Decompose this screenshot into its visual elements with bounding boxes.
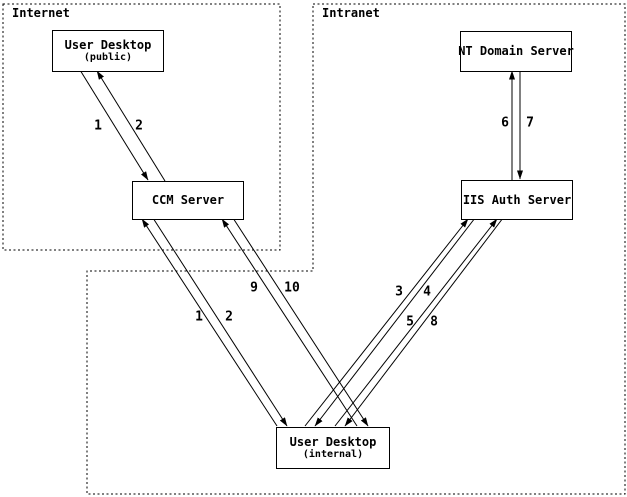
node-nt-domain-server: NT Domain Server [458,31,574,72]
arrow-step-3 [304,218,469,427]
node-user-desktop-public-sublabel: (public) [83,52,133,64]
node-user-desktop-public-label: User Desktop [64,37,152,52]
arrow-step-label-1: 1 [94,118,102,134]
arrow-step-label-9: 9 [250,280,258,296]
arrow-step-10 [232,217,369,427]
arrow-step-label-6: 6 [501,115,509,131]
node-nt-domain-server-label: NT Domain Server [458,44,574,59]
arrow-step-2 [152,217,288,427]
arrow-step-label-2: 2 [135,118,143,134]
internet-region-label: Internet [12,6,70,20]
arrow-step-label-10: 10 [284,280,300,296]
arrow-step-label-2: 2 [225,309,233,325]
arrow-step-label-4: 4 [423,284,431,300]
arrow-step-9 [221,218,358,427]
intranet-region-label: Intranet [322,6,380,20]
arrow-step-label-5: 5 [406,314,414,330]
node-iis-auth-server-label: IIS Auth Server [462,192,572,207]
internet-region-outline [2,3,281,251]
arrow-step-label-7: 7 [526,115,534,131]
arrow-step-1 [79,69,149,181]
node-ccm-server-label: CCM Server [151,193,225,208]
arrow-step-label-3: 3 [395,284,403,300]
arrow-step-label-1: 1 [195,309,203,325]
node-user-desktop-internal: User Desktop (internal) [276,427,390,469]
intranet-region-outline [86,3,626,495]
arrow-step-5 [334,218,498,427]
node-iis-auth-server: IIS Auth Server [461,180,573,220]
node-user-desktop-internal-label: User Desktop [289,434,377,449]
node-user-desktop-public: User Desktop (public) [52,30,164,72]
node-user-desktop-internal-sublabel: (internal) [302,449,364,461]
arrow-step-8 [344,217,504,427]
arrow-step-1 [141,218,278,427]
arrow-step-2 [96,70,166,182]
arrow-step-label-8: 8 [430,314,438,330]
arrow-step-4 [314,217,476,427]
node-ccm-server: CCM Server [132,181,244,220]
